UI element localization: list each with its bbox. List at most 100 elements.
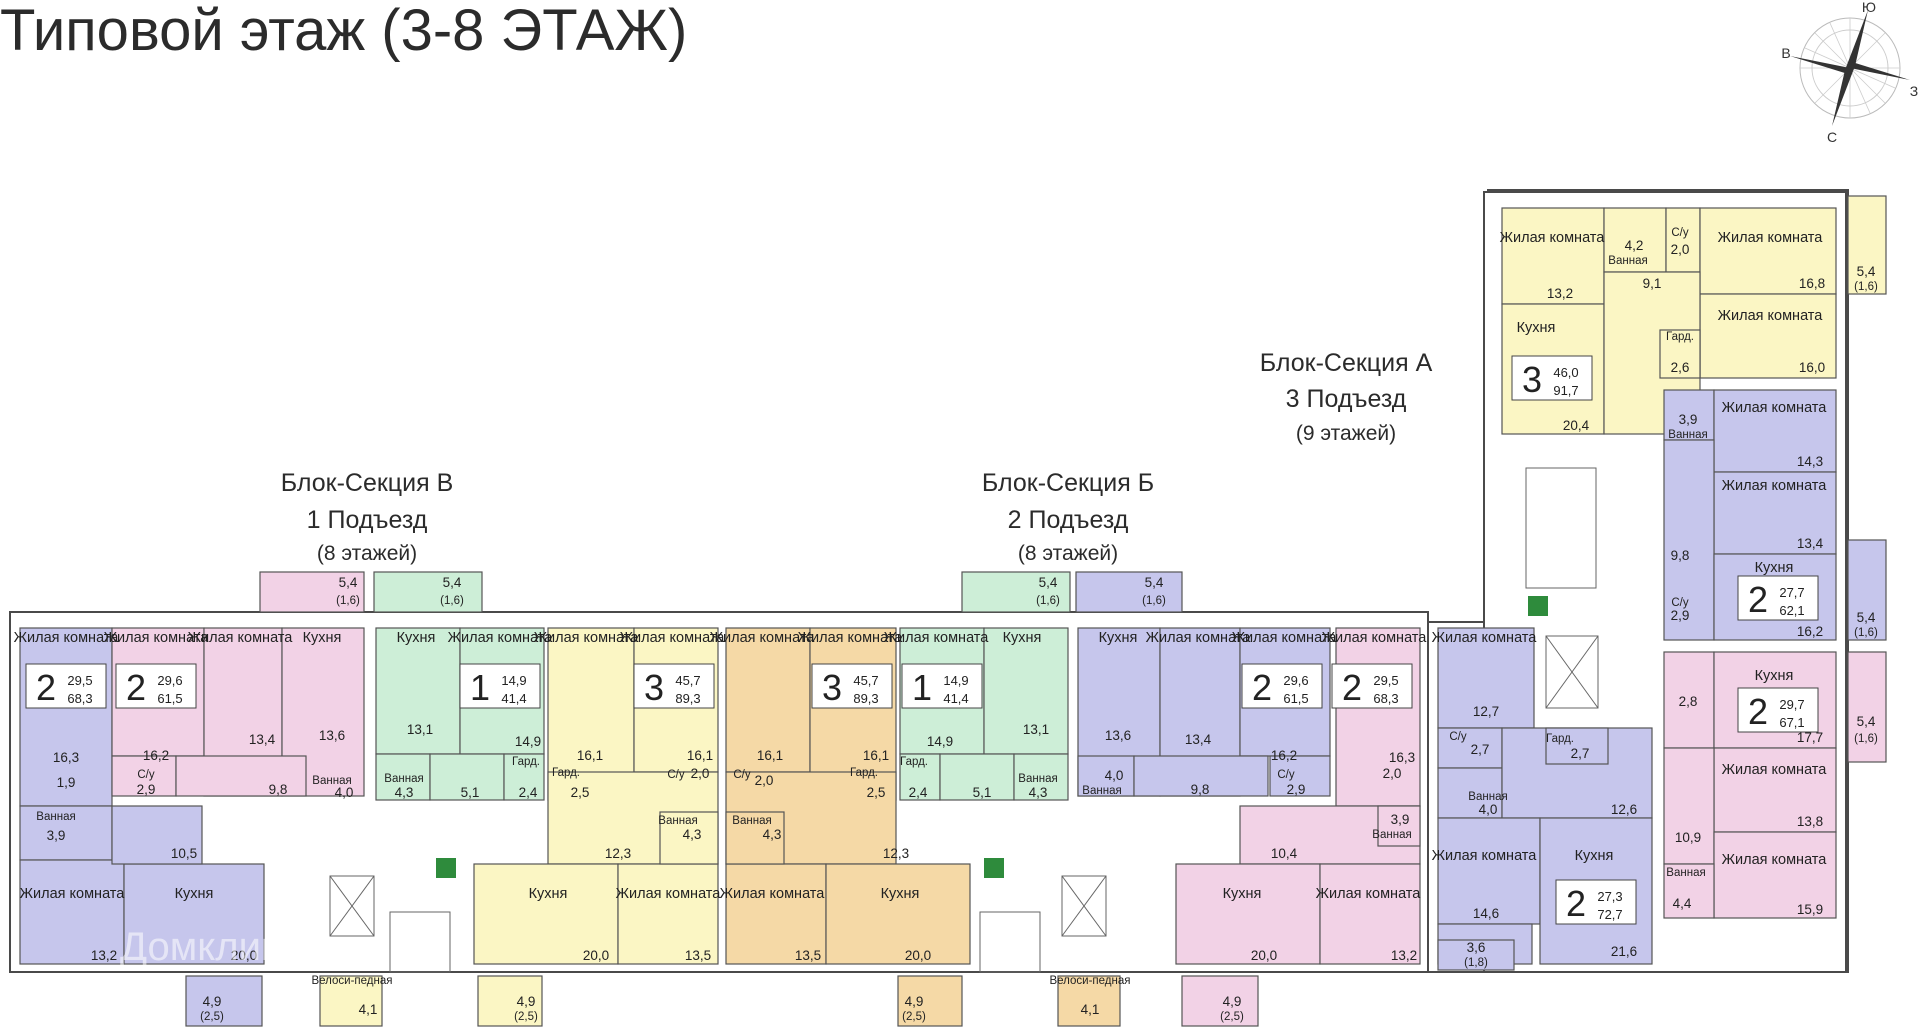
svg-text:2: 2	[1566, 883, 1586, 924]
compass-east-label: З	[1910, 83, 1918, 99]
svg-text:4,3: 4,3	[1029, 785, 1048, 800]
svg-text:Ванная: Ванная	[1468, 791, 1507, 803]
svg-text:72,7: 72,7	[1597, 907, 1622, 922]
section-a-line2: 3 Подъезд	[1286, 385, 1407, 413]
svg-text:13,2: 13,2	[91, 948, 117, 963]
svg-text:3,9: 3,9	[1679, 412, 1698, 427]
unit-5[interactable]	[725, 627, 971, 1027]
svg-text:2,7: 2,7	[1571, 746, 1590, 761]
svg-text:29,7: 29,7	[1779, 697, 1804, 712]
svg-text:14,9: 14,9	[501, 673, 526, 688]
svg-text:29,5: 29,5	[1373, 673, 1398, 688]
unit-1[interactable]	[19, 627, 265, 965]
svg-text:Жилая комната: Жилая комната	[1432, 630, 1538, 646]
svg-text:Жилая комната: Жилая комната	[1722, 478, 1828, 494]
svg-text:4,0: 4,0	[1479, 802, 1498, 817]
svg-text:12,6: 12,6	[1611, 802, 1637, 817]
svg-text:С/у: С/у	[1277, 769, 1295, 781]
svg-text:13,5: 13,5	[795, 948, 821, 963]
svg-text:2,6: 2,6	[1671, 360, 1690, 375]
svg-text:Жилая комната: Жилая комната	[1322, 630, 1428, 646]
svg-text:20,0: 20,0	[231, 948, 257, 963]
svg-text:2,5: 2,5	[867, 785, 886, 800]
compass-rose-icon	[1790, 10, 1910, 126]
svg-text:12,7: 12,7	[1473, 704, 1499, 719]
svg-text:13,6: 13,6	[1105, 728, 1131, 743]
unit-badge-5: 3 45,7 89,3	[811, 663, 893, 709]
svg-text:2,4: 2,4	[519, 785, 538, 800]
svg-text:29,6: 29,6	[157, 673, 182, 688]
svg-text:13,1: 13,1	[407, 722, 433, 737]
unit-badge-6: 1 14,9 41,4	[901, 663, 983, 709]
svg-text:(1,6): (1,6)	[1142, 595, 1166, 607]
svg-text:2,5: 2,5	[571, 785, 590, 800]
unit-10[interactable]	[1663, 389, 1887, 641]
svg-text:9,8: 9,8	[1671, 548, 1690, 563]
svg-text:16,2: 16,2	[143, 748, 169, 763]
svg-text:Кухня: Кухня	[1517, 320, 1556, 336]
svg-text:Жилая комната: Жилая комната	[1146, 630, 1252, 646]
svg-text:(1,6): (1,6)	[1854, 733, 1878, 745]
section-b-line1: Блок-Секция Б	[982, 469, 1154, 497]
svg-text:(1,8): (1,8)	[1464, 957, 1488, 969]
compass-south-label: С	[1827, 129, 1837, 145]
svg-text:С/у: С/у	[1449, 731, 1467, 743]
svg-text:Ванная: Ванная	[1372, 829, 1411, 841]
svg-text:45,7: 45,7	[675, 673, 700, 688]
svg-text:Кухня: Кухня	[1223, 886, 1262, 902]
svg-text:2: 2	[1748, 691, 1768, 732]
svg-text:Ванная: Ванная	[658, 815, 697, 827]
svg-text:2,0: 2,0	[755, 773, 774, 788]
svg-text:16,0: 16,0	[1799, 360, 1825, 375]
svg-text:Жилая комната: Жилая комната	[1722, 400, 1828, 416]
svg-text:13,2: 13,2	[1391, 948, 1417, 963]
svg-text:2,0: 2,0	[1671, 242, 1690, 257]
svg-text:4,0: 4,0	[335, 785, 354, 800]
svg-text:С/у: С/у	[733, 769, 751, 781]
unit-7[interactable]	[1075, 571, 1331, 797]
svg-text:5,4: 5,4	[1857, 264, 1876, 279]
svg-text:9,1: 9,1	[1643, 276, 1662, 291]
svg-text:Жилая комната: Жилая комната	[20, 886, 126, 902]
svg-text:Жилая комната: Жилая комната	[1500, 230, 1606, 246]
svg-text:Жилая комната: Жилая комната	[616, 886, 722, 902]
svg-text:С/у: С/у	[1671, 227, 1689, 239]
svg-text:16,1: 16,1	[757, 748, 783, 763]
svg-text:15,9: 15,9	[1797, 902, 1823, 917]
svg-text:16,8: 16,8	[1799, 276, 1825, 291]
svg-text:5,1: 5,1	[973, 785, 992, 800]
unit-badge-10: 2 27,7 62,1	[1737, 575, 1819, 621]
svg-text:Жилая комната: Жилая комната	[188, 630, 294, 646]
svg-text:27,3: 27,3	[1597, 889, 1622, 904]
svg-text:2,8: 2,8	[1679, 694, 1698, 709]
svg-text:4,4: 4,4	[1673, 896, 1692, 911]
unit-9[interactable]	[1501, 195, 1887, 435]
svg-text:Гард.: Гард.	[512, 756, 540, 768]
svg-text:3,9: 3,9	[47, 828, 66, 843]
svg-text:4,3: 4,3	[683, 827, 702, 842]
section-v-line3: (8 этажей)	[317, 542, 417, 565]
svg-text:С/у: С/у	[137, 769, 155, 781]
svg-text:2: 2	[1748, 579, 1768, 620]
compass-north-label: Ю	[1862, 0, 1876, 15]
svg-text:17,7: 17,7	[1797, 730, 1823, 745]
svg-text:2,9: 2,9	[1287, 782, 1306, 797]
svg-text:61,5: 61,5	[1283, 691, 1308, 706]
svg-text:Жилая комната: Жилая комната	[620, 630, 726, 646]
svg-text:Жилая комната: Жилая комната	[1718, 308, 1824, 324]
svg-text:10,9: 10,9	[1675, 830, 1701, 845]
section-v-line2: 1 Подъезд	[307, 506, 428, 534]
stair-core-3	[1525, 467, 1599, 709]
svg-text:1: 1	[470, 667, 490, 708]
svg-text:9,8: 9,8	[1191, 782, 1210, 797]
room-labels: Жилая комната 16,3 1,9 Ванная 3,9 10,5 Ж…	[14, 227, 1878, 1023]
unit-8[interactable]	[1175, 627, 1421, 965]
svg-text:1: 1	[912, 667, 932, 708]
svg-text:16,3: 16,3	[1389, 750, 1415, 765]
svg-text:20,0: 20,0	[905, 948, 931, 963]
svg-text:5,1: 5,1	[461, 785, 480, 800]
svg-text:4,1: 4,1	[359, 1002, 378, 1017]
svg-text:4,3: 4,3	[395, 785, 414, 800]
svg-text:14,9: 14,9	[943, 673, 968, 688]
